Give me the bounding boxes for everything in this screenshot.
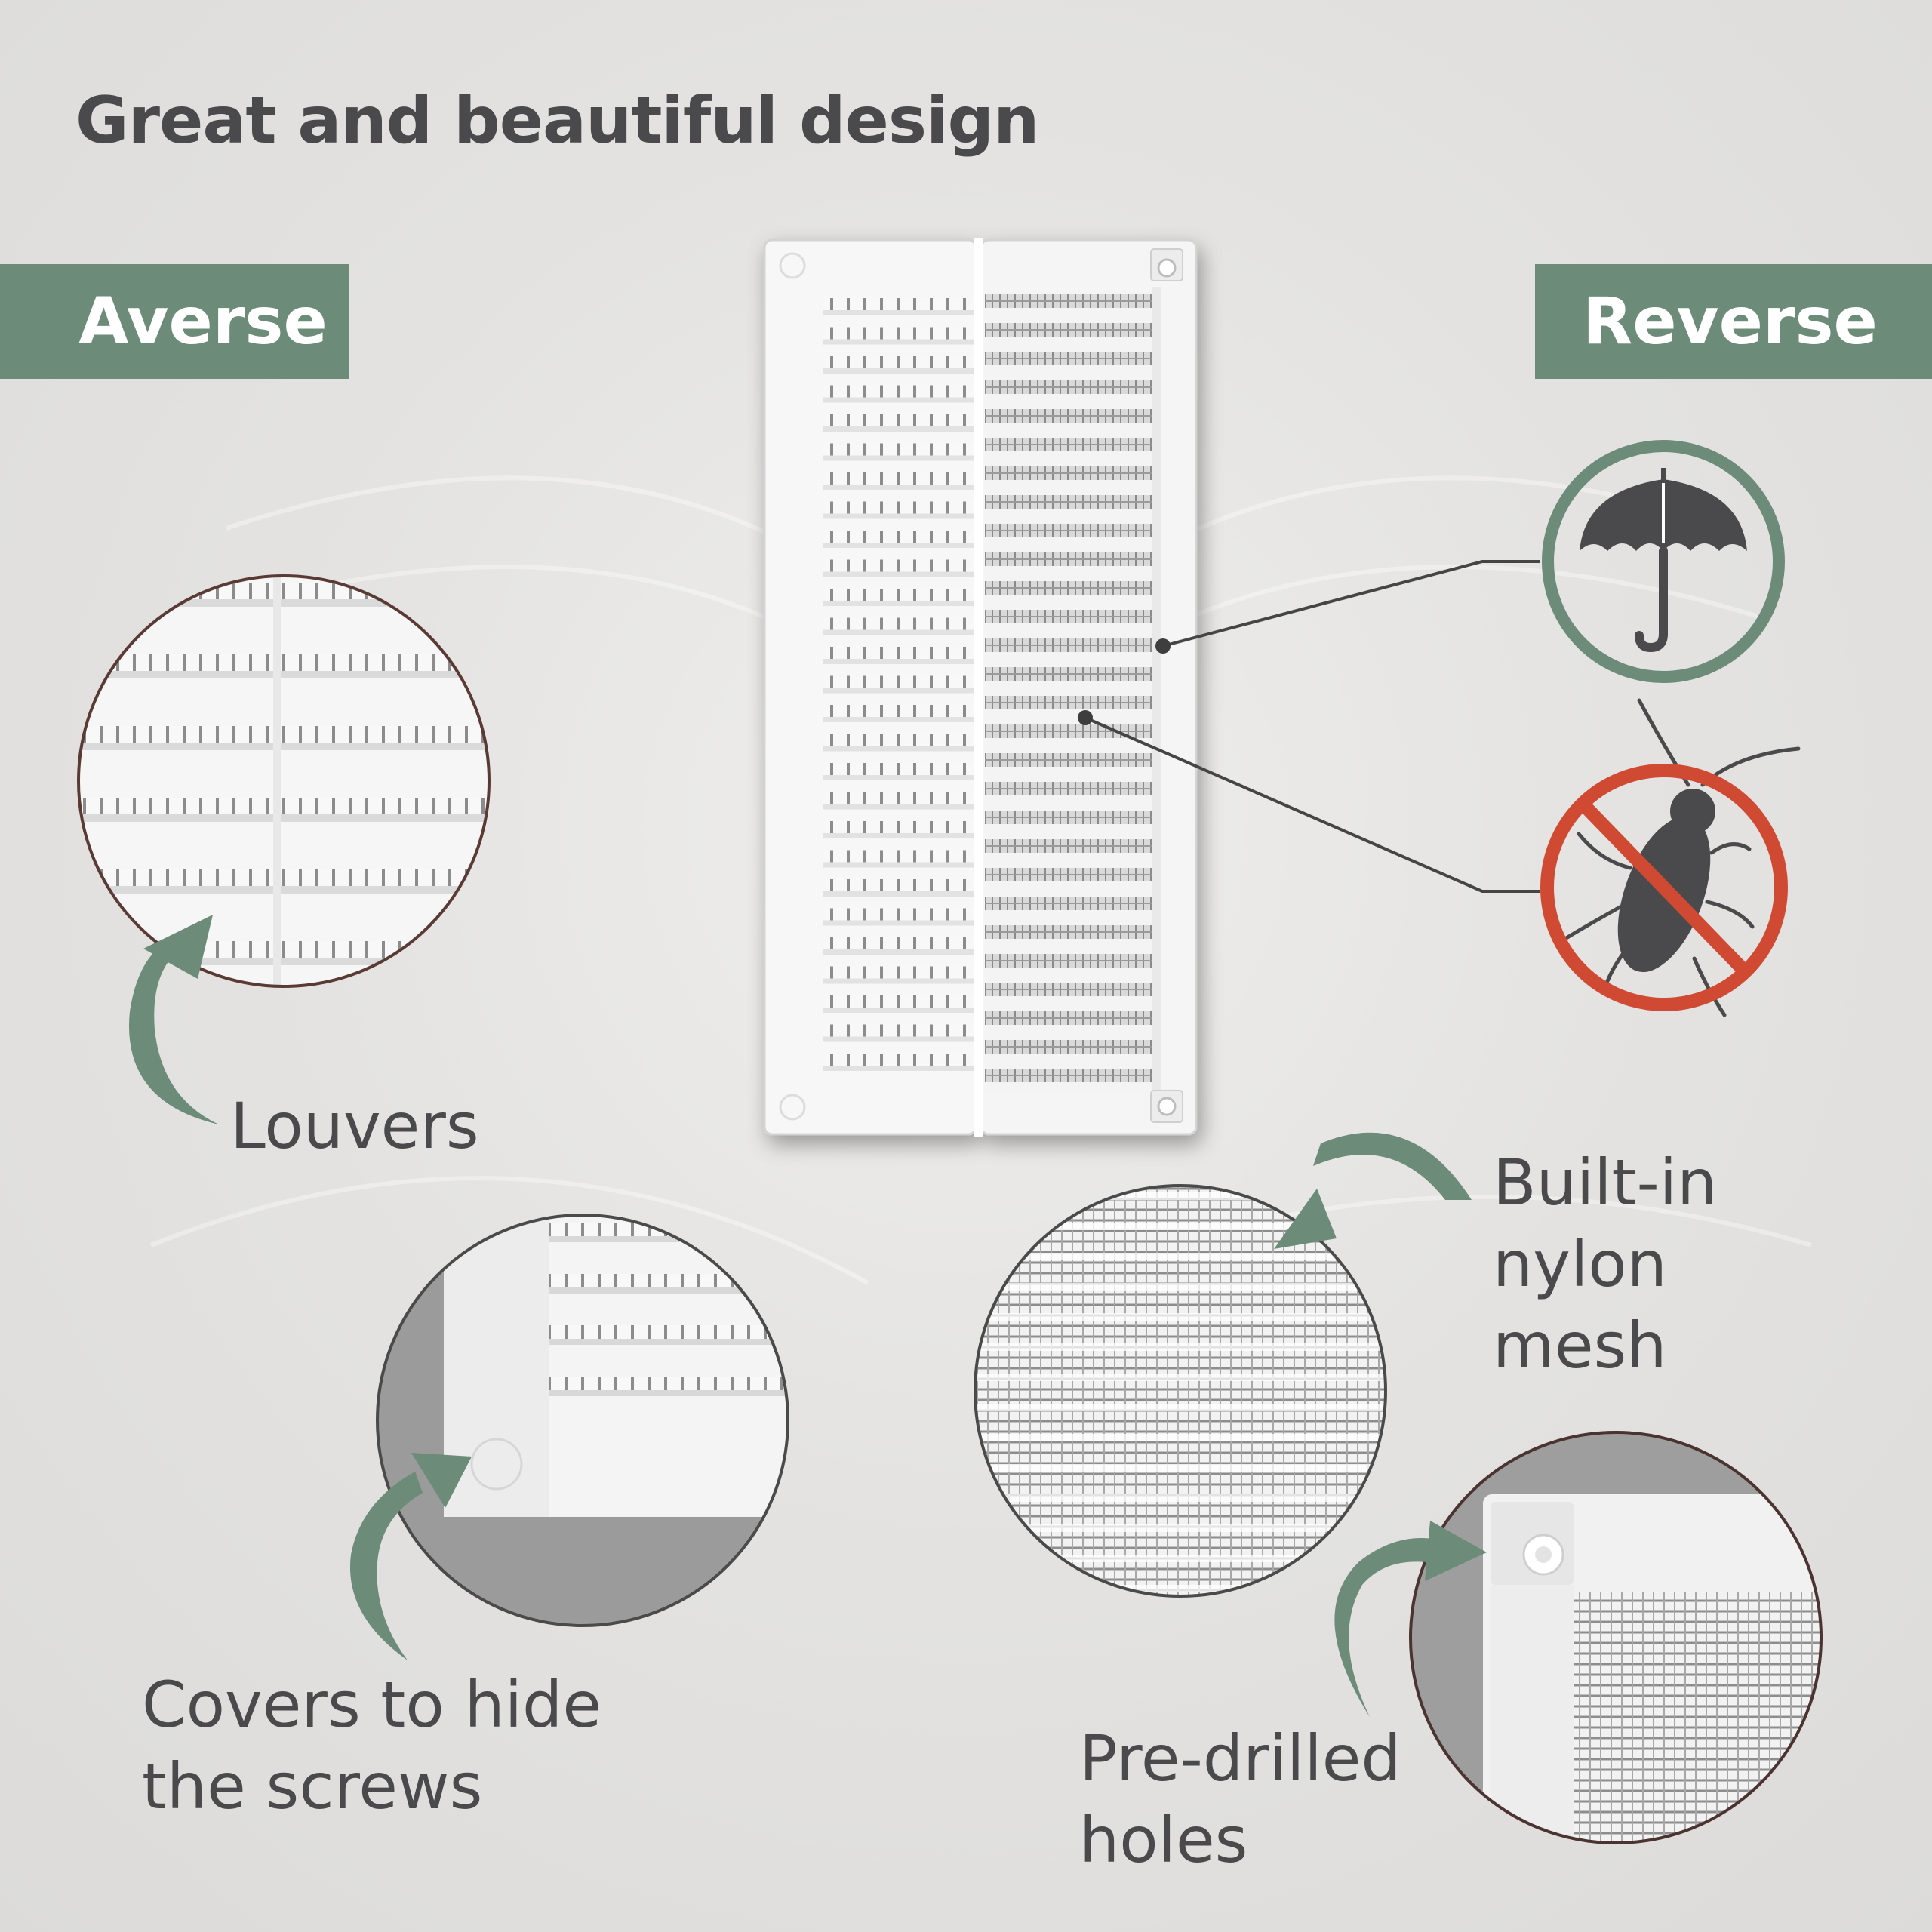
leader-lines: [1084, 560, 1540, 893]
grille-louver-slat: [823, 850, 974, 868]
zoom-nylon-mesh: [974, 1184, 1387, 1598]
grille-louver-slat: [823, 763, 974, 780]
zoom-pre-drilled-holes: [1409, 1431, 1823, 1844]
grille-louver-slat: [823, 589, 974, 606]
grille-louver-slat: [823, 792, 974, 810]
leader-dot-umbrella: [1155, 638, 1171, 654]
mounting-hole-top: [1150, 248, 1183, 281]
grille-louver-slat: [823, 995, 974, 1013]
grille-louver-slat: [823, 675, 974, 694]
grille-louver-slat: [823, 647, 974, 664]
grille-louver-slat: [823, 734, 974, 752]
zoom-mesh-band: [975, 1253, 1386, 1260]
grille-louver-slat: [823, 472, 974, 490]
callout-louvers: Louvers: [230, 1085, 479, 1167]
grille-mesh-frame: [1152, 287, 1161, 1094]
zoom-mesh-band: [975, 1464, 1386, 1472]
callout-louvers-line: Louvers: [230, 1089, 479, 1163]
grille-louver-slat: [823, 356, 974, 374]
grille-louver-slat: [823, 327, 974, 345]
arrow-pre-drilled-holes: [1334, 1521, 1487, 1717]
arrow-louvers: [128, 915, 219, 1124]
callout-screw-covers-line-2: the screws: [142, 1749, 483, 1823]
zoom-mesh-band: [975, 1555, 1386, 1562]
grille-louver-slat: [823, 443, 974, 461]
leader-line-umbrella: [1162, 560, 1540, 648]
grille-louver-slats: [823, 298, 974, 1071]
no-insects-badge: [1540, 698, 1801, 1017]
screw-cover-bottom: [779, 1094, 806, 1121]
zoom-screw-covers: [376, 1214, 789, 1627]
screw-cover-detail: [470, 1438, 523, 1491]
reverse-banner: Reverse: [1535, 264, 1932, 379]
grille-louver-slat: [823, 617, 974, 635]
zoom-mesh-band: [975, 1374, 1386, 1381]
callout-pre-drilled-holes: Pre-drilled holes: [1079, 1718, 1401, 1881]
zoom-mesh-band: [975, 1524, 1386, 1532]
grille-louver-slat: [823, 937, 974, 955]
callout-screw-covers-line-1: Covers to hide: [142, 1668, 602, 1742]
screw-cover-top: [779, 252, 806, 279]
zoom-mesh-band: [975, 1283, 1386, 1291]
zoom-corner-slat: [549, 1377, 788, 1396]
grille-divider: [974, 238, 983, 1137]
zoom-corner-slat: [549, 1274, 788, 1294]
leader-line-insect: [1084, 716, 1540, 893]
callout-pre-drilled-holes-line-1: Pre-drilled: [1079, 1721, 1401, 1795]
zoom-mesh-band: [975, 1313, 1386, 1321]
zoom-corner-slat: [549, 1325, 788, 1345]
page-title: Great and beautiful design: [75, 83, 1039, 158]
zoom-louver-slat: [78, 654, 489, 715]
zoom-mesh-band: [975, 1404, 1386, 1411]
callout-nylon-mesh-line-3: mesh: [1493, 1309, 1667, 1383]
arrow-screw-covers: [349, 1453, 472, 1660]
zoom-mesh-band: [975, 1343, 1386, 1351]
grille-mesh-area: [985, 291, 1152, 1094]
grille-louver-slat: [823, 966, 974, 984]
zoom-louver-slat: [78, 726, 489, 786]
zoom-mesh-band: [975, 1192, 1386, 1200]
umbrella-icon: [1580, 468, 1747, 653]
zoom-mesh-band: [975, 1585, 1386, 1592]
curved-arrows: [128, 915, 1487, 1717]
grille-louver-slat: [823, 501, 974, 519]
callout-nylon-mesh-line-1: Built-in: [1493, 1146, 1718, 1220]
arrow-nylon-mesh: [1274, 1132, 1472, 1249]
callout-nylon-mesh-line-2: nylon: [1493, 1227, 1667, 1301]
grille-louver-slat: [823, 531, 974, 548]
grille-louver-slat: [823, 414, 974, 432]
umbrella-badge: [1542, 440, 1785, 683]
averse-banner: Averse: [0, 264, 349, 379]
grille-louver-slat: [823, 821, 974, 838]
no-insects-icon: [1561, 698, 1801, 1017]
zoom-louver-slat: [78, 869, 489, 930]
grille-louver-slat: [823, 879, 974, 897]
grille-louver-slat: [823, 559, 974, 577]
mounting-hole-detail: [1491, 1502, 1574, 1585]
grille-louver-slat: [823, 1054, 974, 1071]
grille-louver-slat: [823, 1024, 974, 1042]
callout-nylon-mesh: Built-in nylon mesh: [1493, 1142, 1717, 1386]
grille-louver-slat: [823, 385, 974, 403]
zoom-mesh-band: [975, 1223, 1386, 1230]
zoom-mesh-band: [975, 1494, 1386, 1502]
zoom-mesh-band: [975, 1434, 1386, 1441]
callout-screw-covers: Covers to hide the screws: [142, 1664, 601, 1827]
zoom-louver-slat: [78, 798, 489, 858]
grille-louver-slat: [823, 298, 974, 315]
mounting-hole-bottom: [1150, 1090, 1183, 1123]
callout-pre-drilled-holes-line-2: holes: [1079, 1803, 1248, 1877]
leader-dot-insect: [1078, 710, 1093, 725]
zoom-louvers: [77, 574, 491, 988]
grille-louver-slat: [823, 705, 974, 722]
grille-louver-slat: [823, 908, 974, 926]
